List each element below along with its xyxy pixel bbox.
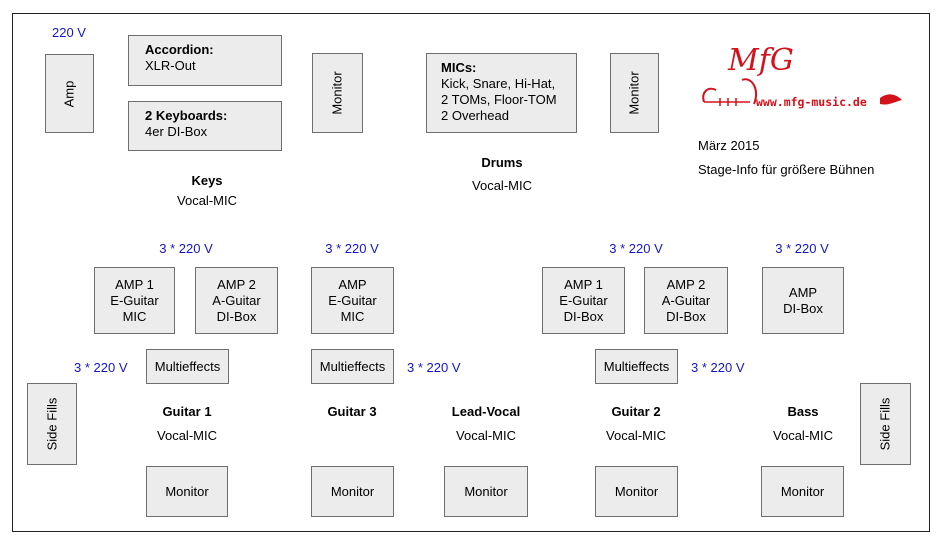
- guitar2-amp1-line-1: AMP 1: [564, 276, 603, 292]
- guitar1-amp2-line-1: AMP 2: [217, 276, 256, 292]
- side-fills-right-label: Side Fills: [877, 397, 893, 451]
- stage-plot-frame: [12, 13, 930, 532]
- guitar3-amp-line-3: MIC: [340, 308, 365, 324]
- guitar3-amp-line-1: AMP: [338, 276, 367, 292]
- guitar1-amp1-line-2: E-Guitar: [110, 292, 159, 308]
- guitar1-voltage: 3 * 220 V: [159, 241, 213, 256]
- guitar1-amp1-box: AMP 1 E-Guitar MIC: [94, 267, 175, 334]
- guitar2-multieffects-label: Multieffects: [603, 358, 670, 374]
- guitar-body-icon: [741, 78, 758, 105]
- guitar1-amp1-line-1: AMP 1: [115, 276, 154, 292]
- accordion-box: Accordion: XLR-Out: [128, 35, 282, 86]
- keyboards-box: 2 Keyboards: 4er DI-Box: [128, 101, 282, 151]
- lead-vocal-monitor-box: Monitor: [444, 466, 528, 517]
- guitar1-amp2-box: AMP 2 A-Guitar DI-Box: [195, 267, 278, 334]
- keys-vocal-mic: Vocal-MIC: [177, 193, 237, 208]
- keys-amp-label: Amp: [61, 80, 77, 107]
- drums-monitor-box: Monitor: [610, 53, 659, 133]
- lead-vocal-monitor-label: Monitor: [464, 483, 508, 499]
- guitar-frets-icon: [719, 98, 737, 106]
- guitar1-amp2-line-2: A-Guitar: [212, 292, 261, 308]
- guitar3-voltage: 3 * 220 V: [325, 241, 379, 256]
- guitar2-voltage: 3 * 220 V: [609, 241, 663, 256]
- guitar1-multieffects-box: Multieffects: [146, 349, 229, 384]
- guitar2-multieffects-voltage: 3 * 220 V: [691, 360, 745, 375]
- guitar3-amp-line-2: E-Guitar: [328, 292, 377, 308]
- guitar2-multieffects-box: Multieffects: [595, 349, 678, 384]
- keys-amp-voltage: 220 V: [52, 25, 86, 40]
- guitar3-monitor-label: Monitor: [330, 483, 375, 499]
- guitar1-monitor-box: Monitor: [146, 466, 228, 517]
- drum-mics-line-1: Kick, Snare, Hi-Hat,: [441, 76, 556, 91]
- keyboards-title: 2 Keyboards:: [145, 108, 228, 123]
- bass-vocal-mic: Vocal-MIC: [773, 428, 833, 443]
- mfg-website-url: www.mfg-music.de: [756, 95, 867, 109]
- accordion-title: Accordion:: [145, 42, 214, 57]
- guitar1-vocal-mic: Vocal-MIC: [157, 428, 217, 443]
- keys-name: Keys: [191, 173, 223, 188]
- side-fills-right-box: Side Fills: [860, 383, 911, 465]
- guitar1-multieffects-label: Multieffects: [154, 358, 221, 374]
- keys-monitor-label: Monitor: [329, 71, 345, 115]
- info-description: Stage-Info für größere Bühnen: [698, 162, 875, 177]
- guitar3-amp-box: AMP E-Guitar MIC: [311, 267, 394, 334]
- guitar2-amp2-line-3: DI-Box: [666, 308, 706, 324]
- drum-mics-line-2: 2 TOMs, Floor-TOM: [441, 92, 557, 107]
- drums-vocal-mic: Vocal-MIC: [472, 178, 532, 193]
- mfg-logo: MfG www.mfg-music.de: [702, 43, 902, 109]
- guitar3-multieffects-voltage: 3 * 220 V: [407, 360, 461, 375]
- guitar2-monitor-box: Monitor: [595, 466, 678, 517]
- guitar1-multieffects-voltage: 3 * 220 V: [74, 360, 128, 375]
- bass-amp-line-1: AMP: [788, 284, 818, 300]
- bass-amp-line-2: DI-Box: [783, 300, 823, 316]
- accordion-detail: XLR-Out: [145, 58, 196, 73]
- lead-vocal-name: Lead-Vocal: [451, 404, 521, 419]
- bass-monitor-box: Monitor: [761, 466, 844, 517]
- bass-voltage: 3 * 220 V: [775, 241, 829, 256]
- guitar3-multieffects-label: Multieffects: [319, 358, 386, 374]
- guitar2-amp2-box: AMP 2 A-Guitar DI-Box: [644, 267, 728, 334]
- guitar1-monitor-label: Monitor: [165, 483, 209, 499]
- mfg-logo-text: MfG: [727, 43, 794, 78]
- guitar2-amp1-line-2: E-Guitar: [559, 292, 608, 308]
- guitar1-name: Guitar 1: [162, 404, 212, 419]
- guitar-tail-icon: [880, 94, 902, 105]
- bass-monitor-label: Monitor: [780, 483, 825, 499]
- guitar3-name: Guitar 3: [327, 404, 377, 419]
- drum-mics-title: MICs:: [441, 60, 477, 75]
- guitar1-amp2-line-3: DI-Box: [216, 308, 257, 324]
- side-fills-left-label: Side Fills: [44, 397, 59, 451]
- side-fills-left-box: Side Fills: [27, 383, 77, 465]
- guitar-headstock-icon: [702, 87, 717, 103]
- info-date: März 2015: [698, 138, 760, 153]
- guitar2-name: Guitar 2: [611, 404, 661, 419]
- guitar2-amp2-line-1: AMP 2: [666, 276, 706, 292]
- drums-monitor-label: Monitor: [626, 71, 642, 115]
- guitar2-amp1-line-3: DI-Box: [563, 308, 604, 324]
- guitar1-amp1-line-3: MIC: [122, 308, 147, 324]
- bass-amp-box: AMP DI-Box: [762, 267, 844, 334]
- drum-mics-box: MICs: Kick, Snare, Hi-Hat, 2 TOMs, Floor…: [426, 53, 577, 133]
- guitar2-monitor-label: Monitor: [614, 483, 659, 499]
- guitar2-amp2-line-2: A-Guitar: [661, 292, 711, 308]
- lead-vocal-mic: Vocal-MIC: [456, 428, 516, 443]
- bass-name: Bass: [787, 404, 819, 419]
- guitar2-amp1-box: AMP 1 E-Guitar DI-Box: [542, 267, 625, 334]
- guitar3-monitor-box: Monitor: [311, 466, 394, 517]
- drum-mics-line-3: 2 Overhead: [441, 108, 509, 123]
- keys-monitor-box: Monitor: [312, 53, 363, 133]
- keys-amp-box: Amp: [45, 54, 94, 133]
- keyboards-detail: 4er DI-Box: [145, 124, 208, 139]
- guitar2-vocal-mic: Vocal-MIC: [606, 428, 666, 443]
- drums-name: Drums: [481, 155, 523, 170]
- guitar3-multieffects-box: Multieffects: [311, 349, 394, 384]
